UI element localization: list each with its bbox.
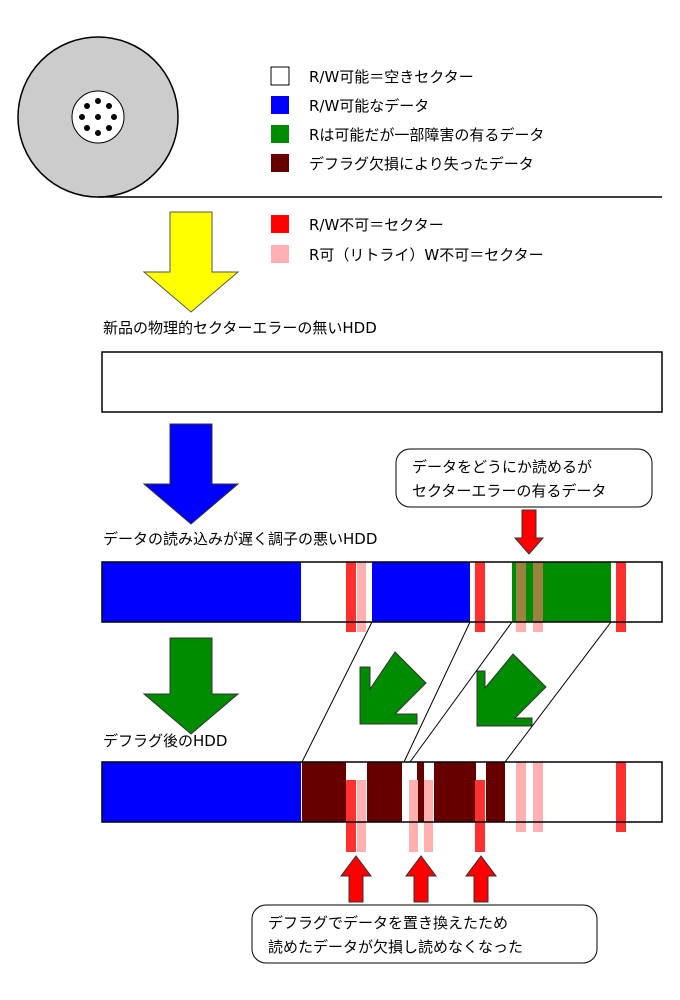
top-callout-line-2: セクターエラーの有るデータ — [412, 482, 606, 500]
red-down-arrow-icon — [513, 509, 545, 555]
bottom-callout: デフラグでデータを置き換えたため 読めたデータが欠損し読めなくなった — [251, 904, 598, 964]
legend-swatch-rw-data — [271, 96, 289, 114]
defrag-hdd-sector-bad-2 — [475, 780, 485, 852]
legend-swatch-w-bad — [271, 245, 289, 263]
legend: R/W可能＝空きセクター R/W可能なデータ Rは可能だが一部障害の有るデータ … — [270, 66, 544, 264]
slow-hdd-sector-retry-overlay-2 — [533, 562, 543, 622]
legend-swatch-free — [270, 66, 290, 86]
defrag-hdd-sector-retry-1 — [357, 780, 366, 852]
disk-icon — [17, 36, 179, 198]
defrag-hdd-outline — [101, 761, 663, 823]
legend-swatch-rw-bad — [271, 215, 289, 233]
defrag-hdd-lost-4 — [434, 762, 476, 822]
legend-label-rw-data: R/W可能なデータ — [309, 97, 429, 115]
legend-label-free: R/W可能＝空きセクター — [309, 68, 474, 86]
top-callout-box — [395, 448, 653, 508]
defrag-hdd-lost-5 — [486, 762, 505, 822]
green-diagonal-arrow-left-icon — [359, 651, 427, 725]
red-up-arrow-3-icon — [465, 855, 497, 903]
slow-hdd-sector-bad-3 — [616, 562, 626, 632]
legend-label-rw-bad: R/W不可＝セクター — [309, 216, 444, 234]
defrag-hdd-data-blue — [102, 762, 301, 822]
defrag-hdd-sector-retry-2 — [409, 780, 418, 852]
new-hdd-label: 新品の物理的セクターエラーの無いHDD — [103, 319, 377, 337]
red-up-arrow-1-icon — [340, 855, 372, 903]
defrag-hdd-sector-bad-1 — [346, 780, 356, 852]
defrag-hdd-lost-3 — [417, 762, 424, 822]
bottom-callout-line-2: 読めたデータが欠損し読めなくなった — [268, 938, 523, 956]
green-diagonal-arrow-right-icon — [476, 653, 547, 727]
red-up-arrow-2-icon — [405, 855, 437, 903]
top-callout: データをどうにか読めるが セクターエラーの有るデータ — [395, 448, 653, 508]
slow-hdd-sector-bad-1 — [346, 562, 356, 632]
defrag-hdd-label: デフラグ後のHDD — [103, 732, 227, 750]
slow-hdd-sector-retry-1 — [357, 562, 366, 632]
slow-hdd-data-blue-1 — [102, 562, 301, 622]
connector-lines — [301, 621, 612, 763]
slow-hdd-data-green — [512, 562, 611, 622]
defrag-hdd-lost-1 — [302, 762, 346, 822]
legend-label-partial: Rは可能だが一部障害の有るデータ — [309, 126, 544, 144]
defrag-hdd-bar — [101, 761, 663, 852]
legend-label-w-bad: R可（リトライ）W不可＝セクター — [309, 246, 544, 264]
slow-hdd-sector-bad-2 — [475, 562, 485, 632]
new-hdd-bar — [101, 351, 663, 413]
slow-hdd-outline — [101, 561, 663, 623]
legend-swatch-partial — [271, 125, 289, 143]
defrag-hdd-sector-retry-3 — [424, 780, 433, 852]
defrag-hdd-sector-bad-3 — [616, 762, 626, 832]
slow-hdd-label: データの読み込みが遅く調子の悪いHDD — [103, 530, 377, 548]
top-callout-line-1: データをどうにか読めるが — [412, 458, 592, 476]
legend-label-lost: デフラグ欠損により失ったデータ — [309, 155, 534, 173]
green-down-arrow-icon — [142, 637, 240, 735]
slow-hdd-sector-retry-overlay-1 — [516, 562, 526, 622]
defrag-hdd-sector-retry-4 — [516, 762, 526, 832]
bottom-callout-line-1: デフラグでデータを置き換えたため — [268, 914, 508, 932]
legend-swatch-lost — [271, 154, 289, 172]
yellow-down-arrow-icon — [142, 211, 240, 313]
defrag-hdd-lost-2 — [367, 762, 402, 822]
blue-down-arrow-icon — [142, 423, 240, 525]
bottom-callout-box — [251, 904, 598, 964]
slow-hdd-data-blue-2 — [372, 562, 470, 622]
slow-hdd-bar — [101, 561, 663, 632]
defrag-hdd-sector-retry-5 — [533, 762, 543, 832]
